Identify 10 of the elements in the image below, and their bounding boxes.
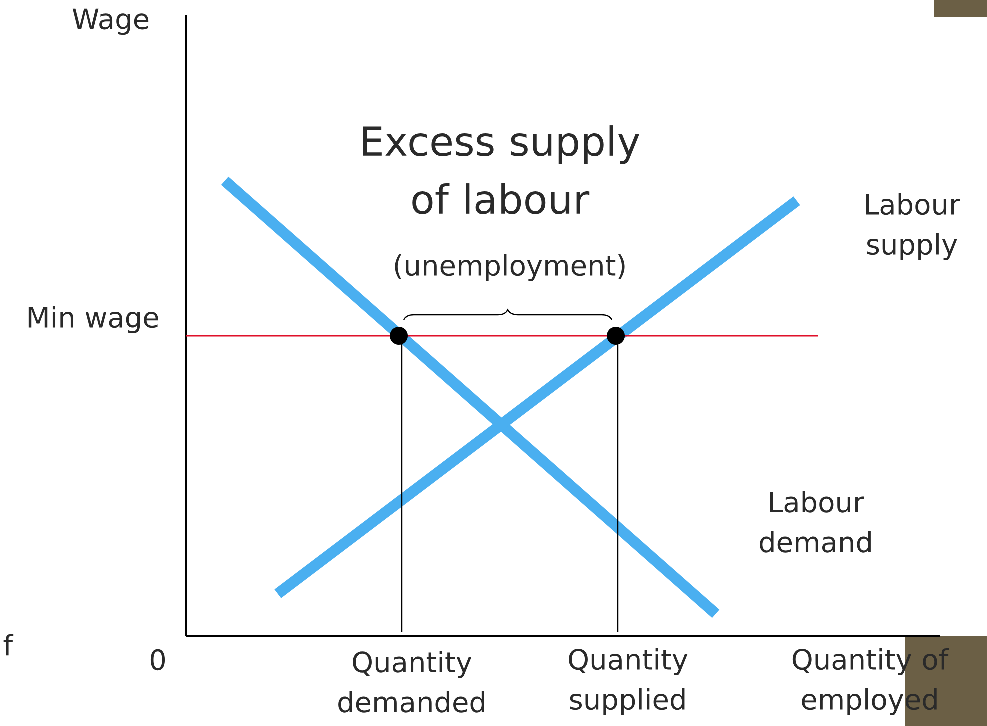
- axis-label: Excess supply of labour: [363, 126, 640, 214]
- axis-label: Labour supply: [866, 193, 960, 261]
- axis-label: Wage: [72, 8, 149, 36]
- axis-label: Min wage: [28, 306, 158, 334]
- axis-label: Labour demand: [760, 491, 871, 553]
- axis-label: 0: [150, 649, 166, 671]
- axis-label: f: [4, 634, 14, 656]
- axis-label: Quantity demanded: [338, 651, 484, 713]
- axis-label: (unemployment): [395, 254, 625, 282]
- axis-label: Quantity supplied: [569, 648, 688, 716]
